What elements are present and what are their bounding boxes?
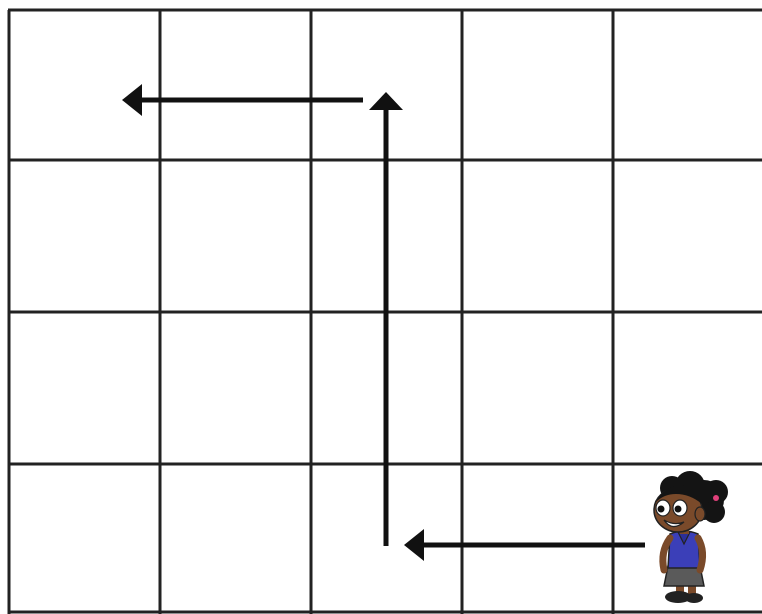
arrow-left-top [122,84,363,116]
girl-character-icon [654,471,728,603]
arrow-left-bottom [404,529,645,561]
path-arrows [122,84,645,561]
